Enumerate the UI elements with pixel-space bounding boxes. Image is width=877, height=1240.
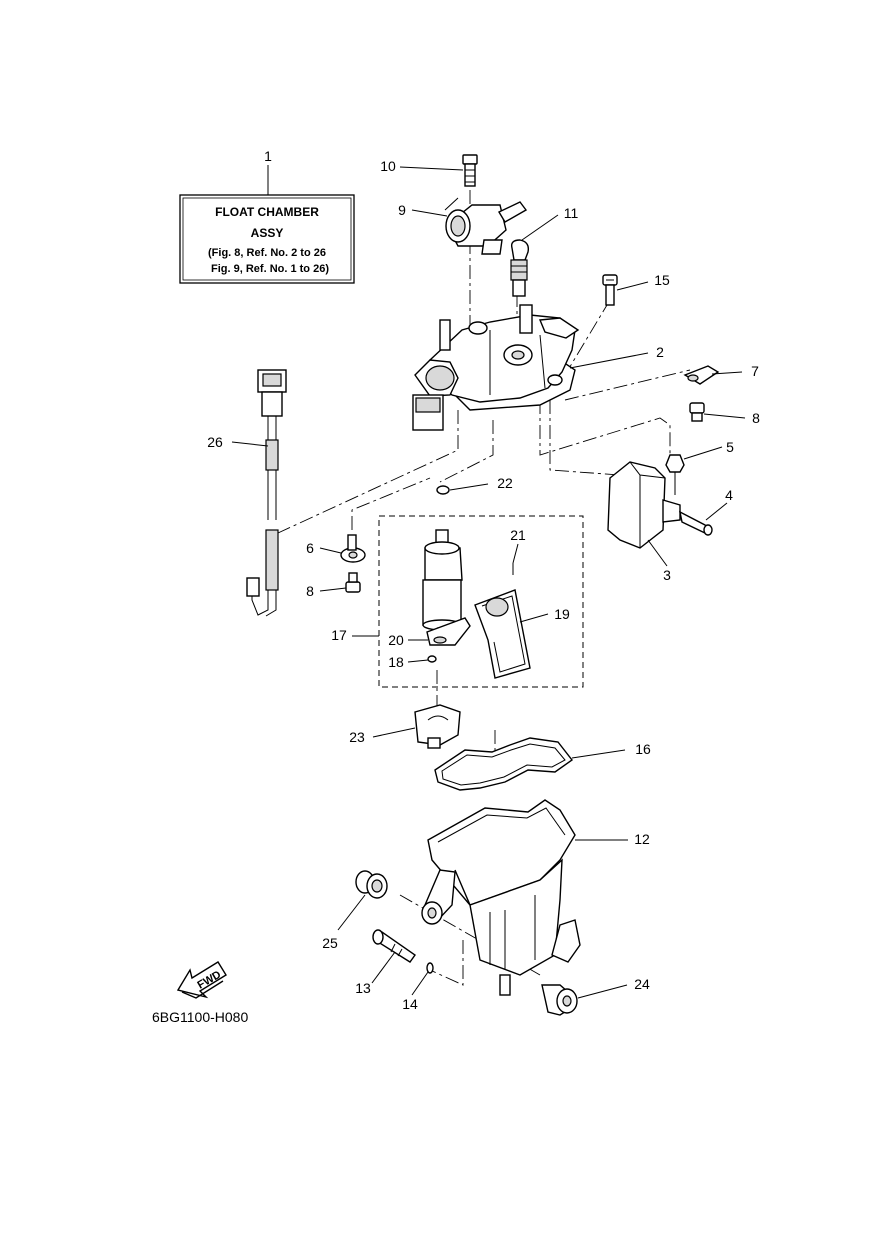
o-ring-part-22 — [436, 485, 450, 495]
nozzle-part-11 — [510, 239, 530, 297]
callout-23: 23 — [349, 729, 365, 745]
bolt-part-8-upper — [689, 402, 705, 422]
leader-lines — [231, 165, 746, 999]
callout-14: 14 — [402, 996, 418, 1012]
info-box: FLOAT CHAMBER ASSY (Fig. 8, Ref. No. 2 t… — [179, 194, 355, 284]
callout-17: 17 — [331, 627, 347, 643]
info-box-ref-2: Fig. 9, Ref. No. 1 to 26) — [211, 263, 329, 275]
info-box-title: FLOAT CHAMBER — [215, 205, 319, 219]
callout-21: 21 — [510, 527, 526, 543]
info-box-subtitle: ASSY — [251, 226, 284, 240]
bolt-part-10 — [462, 154, 478, 187]
callout-8-upper: 8 — [752, 410, 760, 426]
callout-5: 5 — [726, 439, 734, 455]
callout-20: 20 — [388, 632, 404, 648]
callout-12: 12 — [634, 831, 650, 847]
callout-13: 13 — [355, 980, 371, 996]
callout-19: 19 — [554, 606, 570, 622]
fwd-arrow-icon: FWD — [176, 961, 227, 999]
callout-16: 16 — [635, 741, 651, 757]
needle-valve-part-5 — [665, 454, 685, 495]
callout-25: 25 — [322, 935, 338, 951]
sleeve-part-23 — [414, 704, 461, 749]
fwd-label: FWD — [196, 969, 224, 992]
bolt-part-8-lower — [345, 572, 361, 593]
connector-part-9 — [444, 197, 528, 255]
callout-15: 15 — [654, 272, 670, 288]
grommet-part-25 — [355, 870, 388, 899]
callout-7: 7 — [751, 363, 759, 379]
collar-part-24 — [541, 984, 578, 1016]
callout-26: 26 — [207, 434, 223, 450]
float-bowl-part-12 — [421, 799, 581, 996]
fuel-pump-assy-part-17 — [378, 515, 584, 688]
float-chamber-body-part-2 — [412, 304, 580, 431]
callout-11: 11 — [564, 205, 579, 221]
callout-9: 9 — [398, 202, 406, 218]
callout-10: 10 — [380, 158, 396, 174]
bracket-part-6 — [340, 534, 366, 563]
callout-8-lower: 8 — [306, 583, 314, 599]
drawing-code: 6BG1100-H080 — [152, 1009, 248, 1025]
o-ring-part-14 — [426, 962, 434, 974]
callout-3: 3 — [663, 567, 671, 583]
pin-part-4 — [679, 510, 713, 536]
callout-24: 24 — [634, 976, 650, 992]
callout-6: 6 — [306, 540, 314, 556]
drain-screw-part-13 — [372, 929, 416, 963]
float-part-3 — [607, 461, 681, 549]
callout-2: 2 — [656, 344, 664, 360]
callout-18: 18 — [388, 654, 404, 670]
screw-part-15 — [602, 274, 618, 306]
bracket-part-7 — [683, 365, 720, 385]
gasket-part-16 — [434, 737, 574, 791]
wire-harness-part-26 — [246, 369, 287, 617]
callout-1: 1 — [264, 148, 272, 164]
callout-labels: 1 2 3 4 5 6 7 8 8 9 10 11 12 13 14 15 16… — [207, 148, 760, 1012]
callout-22: 22 — [497, 475, 513, 491]
callout-4: 4 — [725, 487, 733, 503]
info-box-ref-1: (Fig. 8, Ref. No. 2 to 26 — [208, 247, 326, 259]
